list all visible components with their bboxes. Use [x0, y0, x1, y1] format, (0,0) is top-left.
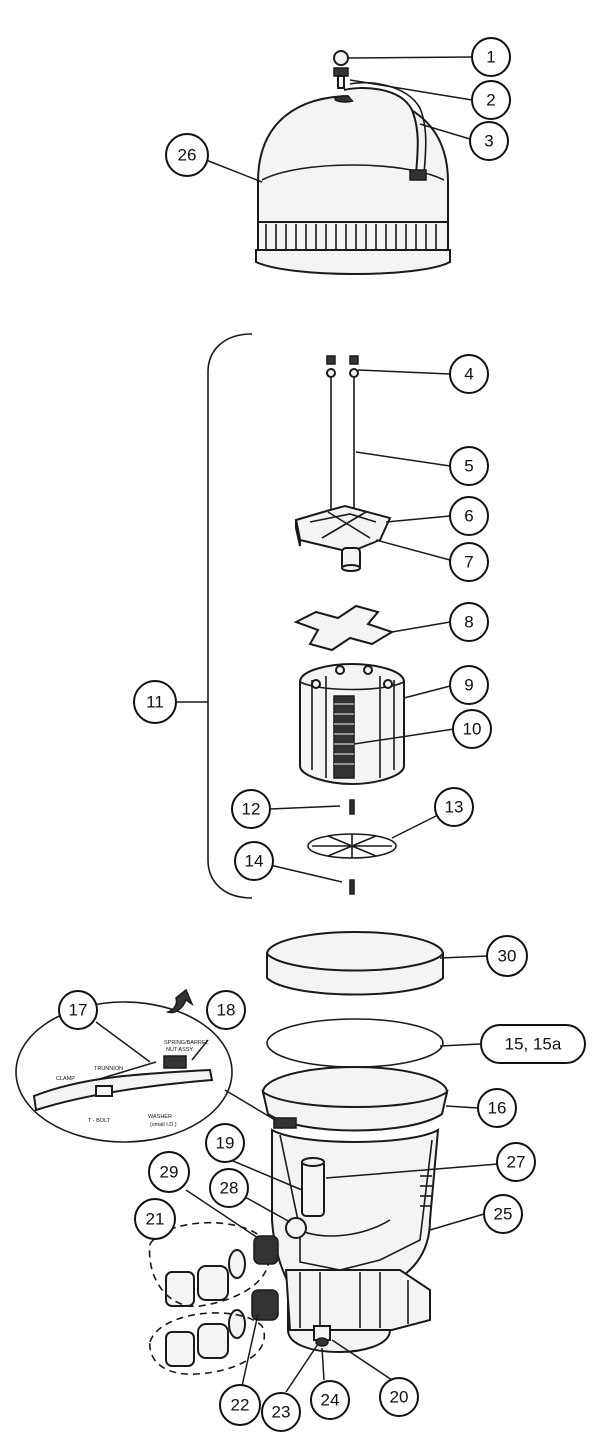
leader-lines: [95, 56, 499, 1393]
svg-text:24: 24: [321, 1391, 340, 1410]
clamp-ring: [261, 1066, 449, 1132]
svg-text:4: 4: [464, 365, 473, 384]
svg-text:20: 20: [390, 1388, 409, 1407]
bottom-spreader: [307, 833, 397, 859]
svg-text:2: 2: [486, 91, 495, 110]
callout-21: 21: [134, 1198, 176, 1240]
callout-29: 29: [148, 1151, 190, 1193]
o-ring: [266, 1018, 444, 1068]
filter-grids: [299, 662, 405, 786]
port-fitting-29: [253, 1235, 279, 1265]
callout-25: 25: [483, 1194, 523, 1234]
callout-8: 8: [449, 602, 489, 642]
pin-12: [349, 799, 355, 815]
svg-text:25: 25: [494, 1205, 513, 1224]
svg-text:17: 17: [69, 1001, 88, 1020]
pressure-gauge: [333, 50, 356, 103]
manifold: [294, 504, 392, 572]
clamp-detail-bubble: SPRING/BARREL NUT ASSY. TRUNNION CLAMP T…: [15, 988, 276, 1143]
tank-body: [271, 1128, 440, 1354]
manifold-gasket: [293, 604, 395, 652]
callout-10: 10: [452, 709, 492, 749]
callout-27: 27: [496, 1142, 536, 1182]
callout-22: 22: [219, 1384, 261, 1426]
callout-26: 26: [165, 133, 209, 177]
svg-text:22: 22: [231, 1396, 250, 1415]
callout-6: 6: [449, 496, 489, 536]
tbolt-label: T - BOLT: [88, 1118, 111, 1124]
clamp-label: CLAMP: [56, 1076, 75, 1082]
svg-text:28: 28: [220, 1179, 239, 1198]
svg-text:18: 18: [217, 1001, 236, 1020]
svg-text:15, 15a: 15, 15a: [505, 1035, 562, 1054]
callout-30: 30: [486, 935, 528, 977]
callout-23: 23: [261, 1392, 301, 1432]
tank-lid: [255, 94, 451, 275]
callout-13: 13: [434, 787, 474, 827]
callout-28: 28: [209, 1168, 249, 1208]
callout-7: 7: [449, 542, 489, 582]
svg-text:21: 21: [146, 1210, 165, 1229]
tie-rods: [326, 355, 359, 512]
callout-1: 1: [471, 37, 511, 77]
svg-text:13: 13: [445, 798, 464, 817]
svg-text:14: 14: [245, 852, 264, 871]
pin-14: [349, 879, 355, 895]
svg-text:5: 5: [464, 457, 473, 476]
assembly-bracket: [207, 333, 253, 899]
callout-18: 18: [206, 990, 246, 1030]
callout-9: 9: [449, 665, 489, 705]
callout-12: 12: [231, 789, 271, 829]
callout-5: 5: [449, 446, 489, 486]
nut-label: NUT ASSY.: [166, 1047, 194, 1053]
callout-4: 4: [449, 354, 489, 394]
svg-text:3: 3: [484, 132, 493, 151]
callout-19: 19: [205, 1123, 245, 1163]
callout-3: 3: [469, 121, 509, 161]
svg-text:6: 6: [464, 507, 473, 526]
svg-text:1: 1: [486, 48, 495, 67]
svg-text:8: 8: [464, 613, 473, 632]
svg-text:19: 19: [216, 1134, 235, 1153]
washer-label: WASHER: [148, 1114, 172, 1120]
svg-text:16: 16: [488, 1099, 507, 1118]
svg-text:10: 10: [463, 720, 482, 739]
upper-fittings: [148, 1221, 270, 1308]
svg-text:27: 27: [507, 1153, 526, 1172]
callout-16: 16: [477, 1088, 517, 1128]
svg-text:11: 11: [146, 693, 164, 712]
callout-15-15a: 15, 15a: [480, 1024, 586, 1064]
svg-text:30: 30: [498, 947, 517, 966]
callout-17: 17: [58, 990, 98, 1030]
washer-sub-label: (small I.D.): [150, 1122, 177, 1128]
callout-24: 24: [310, 1380, 350, 1420]
port-fitting-22: [251, 1289, 279, 1321]
svg-text:9: 9: [464, 676, 473, 695]
svg-text:23: 23: [272, 1403, 291, 1422]
trunnion-label: TRUNNION: [94, 1066, 123, 1072]
rim-30: [266, 931, 444, 996]
callout-2: 2: [471, 80, 511, 120]
svg-text:12: 12: [242, 800, 261, 819]
svg-text:7: 7: [464, 553, 473, 572]
callout-14: 14: [234, 841, 274, 881]
callout-11: 11: [133, 680, 177, 724]
spring-label: SPRING/BARREL: [164, 1040, 209, 1046]
svg-text:26: 26: [178, 146, 197, 165]
svg-text:29: 29: [160, 1163, 179, 1182]
air-relief-tube: [343, 81, 427, 181]
callout-20: 20: [379, 1377, 419, 1417]
lower-fittings: [149, 1309, 265, 1375]
